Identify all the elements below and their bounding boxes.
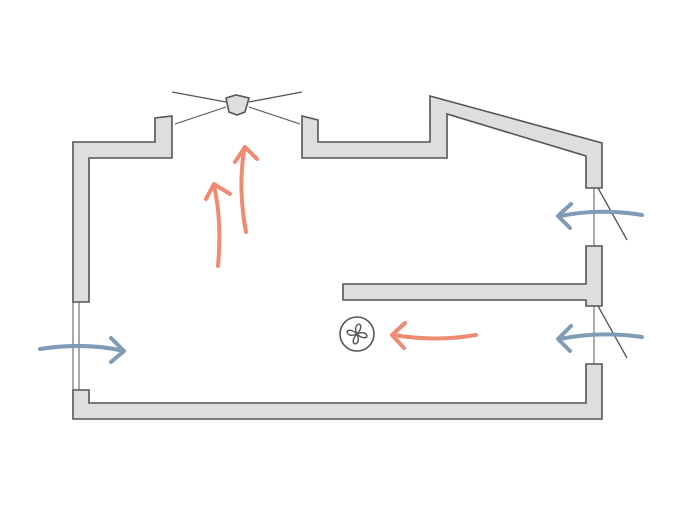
wall-top-right	[301, 94, 603, 189]
wall-bottom	[72, 363, 603, 420]
arrow-fresh-right-lower	[556, 324, 644, 353]
wall-partition	[342, 245, 603, 307]
window-right-upper	[593, 187, 628, 246]
arrow-fresh-left	[38, 336, 126, 364]
roof-vent-icon	[171, 91, 303, 125]
arrow-warm-to-fan	[390, 321, 478, 350]
walls	[72, 94, 603, 420]
airflow-arrows	[38, 145, 644, 364]
fan-icon	[339, 316, 375, 352]
arrow-warm-up-right	[233, 145, 259, 234]
wall-left-top	[72, 115, 173, 303]
arrow-warm-up-left	[204, 182, 232, 268]
arrow-fresh-right-upper	[556, 202, 644, 230]
